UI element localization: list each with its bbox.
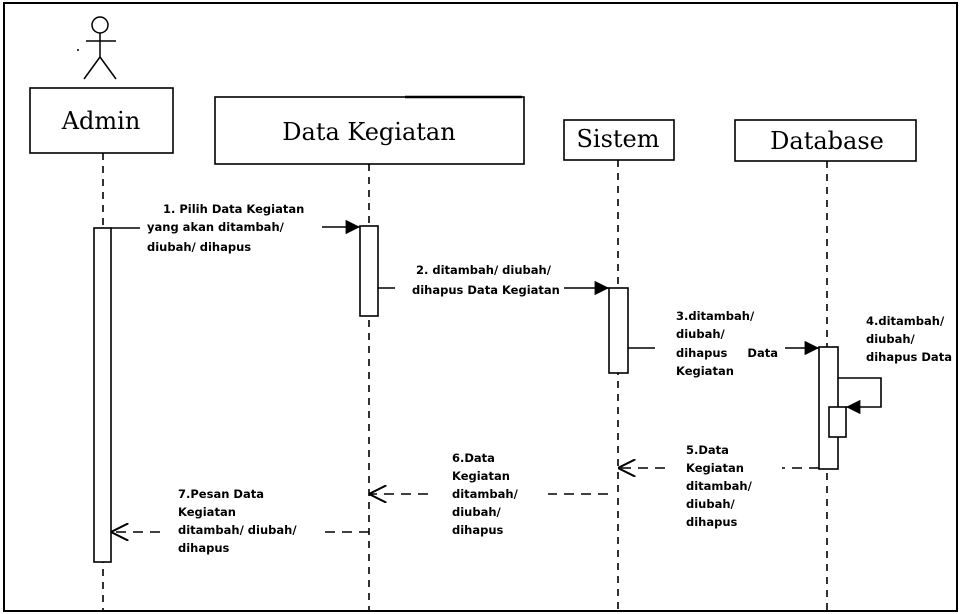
participant-sistem-label: Sistem (576, 125, 659, 153)
message-7-line-4: dihapus (178, 541, 230, 555)
participant-database-label: Database (770, 127, 884, 155)
message-1-line-1: 1. Pilih Data Kegiatan (163, 202, 304, 216)
activation-database-nested (828, 406, 847, 438)
message-4-self-arrow (838, 377, 882, 415)
message-4-line-3: dihapus Data (866, 350, 952, 364)
actor-icon (77, 16, 117, 80)
message-1-label: 1. Pilih Data Kegiatan yang akan ditamba… (147, 202, 308, 254)
message-3-line-4: Kegiatan (676, 364, 734, 378)
participant-database: Database (734, 119, 917, 162)
participant-sistem: Sistem (563, 119, 675, 161)
message-5-label: 5.Data Kegiatan ditambah/ diubah/ dihapu… (686, 443, 756, 529)
message-7-line-1: 7.Pesan Data (178, 487, 264, 501)
participant-admin-label: Admin (61, 107, 141, 135)
message-1-line-3: diubah/ dihapus (147, 240, 251, 254)
message-4-label-bg (856, 310, 956, 372)
message-3-line-2: diubah/ (676, 327, 726, 341)
participant-admin: Admin (29, 87, 174, 154)
message-5-line-2: Kegiatan (686, 461, 744, 475)
message-3-line-1: 3.ditambah/ (676, 309, 755, 323)
message-7-line-2: Kegiatan (178, 505, 236, 519)
message-4-label: 4.ditambah/ diubah/ dihapus Data (866, 314, 952, 364)
message-1-line-2: yang akan ditambah/ (147, 220, 285, 234)
message-5-line-4: diubah/ (686, 497, 736, 511)
message-4-line-2: diubah/ (866, 332, 916, 346)
participant-data-kegiatan-label: Data Kegiatan (282, 118, 455, 146)
message-5-line-3: ditambah/ (686, 479, 753, 493)
message-6-line-3: ditambah/ (452, 487, 519, 501)
message-7-label: 7.Pesan Data Kegiatan ditambah/ diubah/ … (178, 487, 301, 555)
message-6-line-1: 6.Data (452, 451, 495, 465)
activation-admin (93, 227, 112, 563)
participant-data-kegiatan: Data Kegiatan (214, 95, 525, 165)
message-4-line-1: 4.ditambah/ (866, 314, 945, 328)
message-3-label: 3.ditambah/ diubah/ dihapus Data Kegiata… (676, 309, 782, 378)
message-6-line-5: dihapus (452, 523, 504, 537)
activation-data-kegiatan (359, 225, 379, 317)
message-6-line-2: Kegiatan (452, 469, 510, 483)
message-2-label: 2. ditambah/ diubah/ dihapus Data Kegiat… (412, 263, 560, 297)
message-2-line-1: 2. ditambah/ diubah/ (416, 263, 552, 277)
message-6-label: 6.Data Kegiatan ditambah/ diubah/ dihapu… (452, 451, 522, 537)
message-5-line-1: 5.Data (686, 443, 729, 457)
activation-sistem (608, 287, 629, 374)
message-5-line-5: dihapus (686, 515, 738, 529)
message-6-line-4: diubah/ (452, 505, 502, 519)
message-2-line-2: dihapus Data Kegiatan (412, 283, 560, 297)
message-3-line-3: dihapus Data (676, 346, 778, 360)
message-7-line-3: ditambah/ diubah/ (178, 523, 297, 537)
